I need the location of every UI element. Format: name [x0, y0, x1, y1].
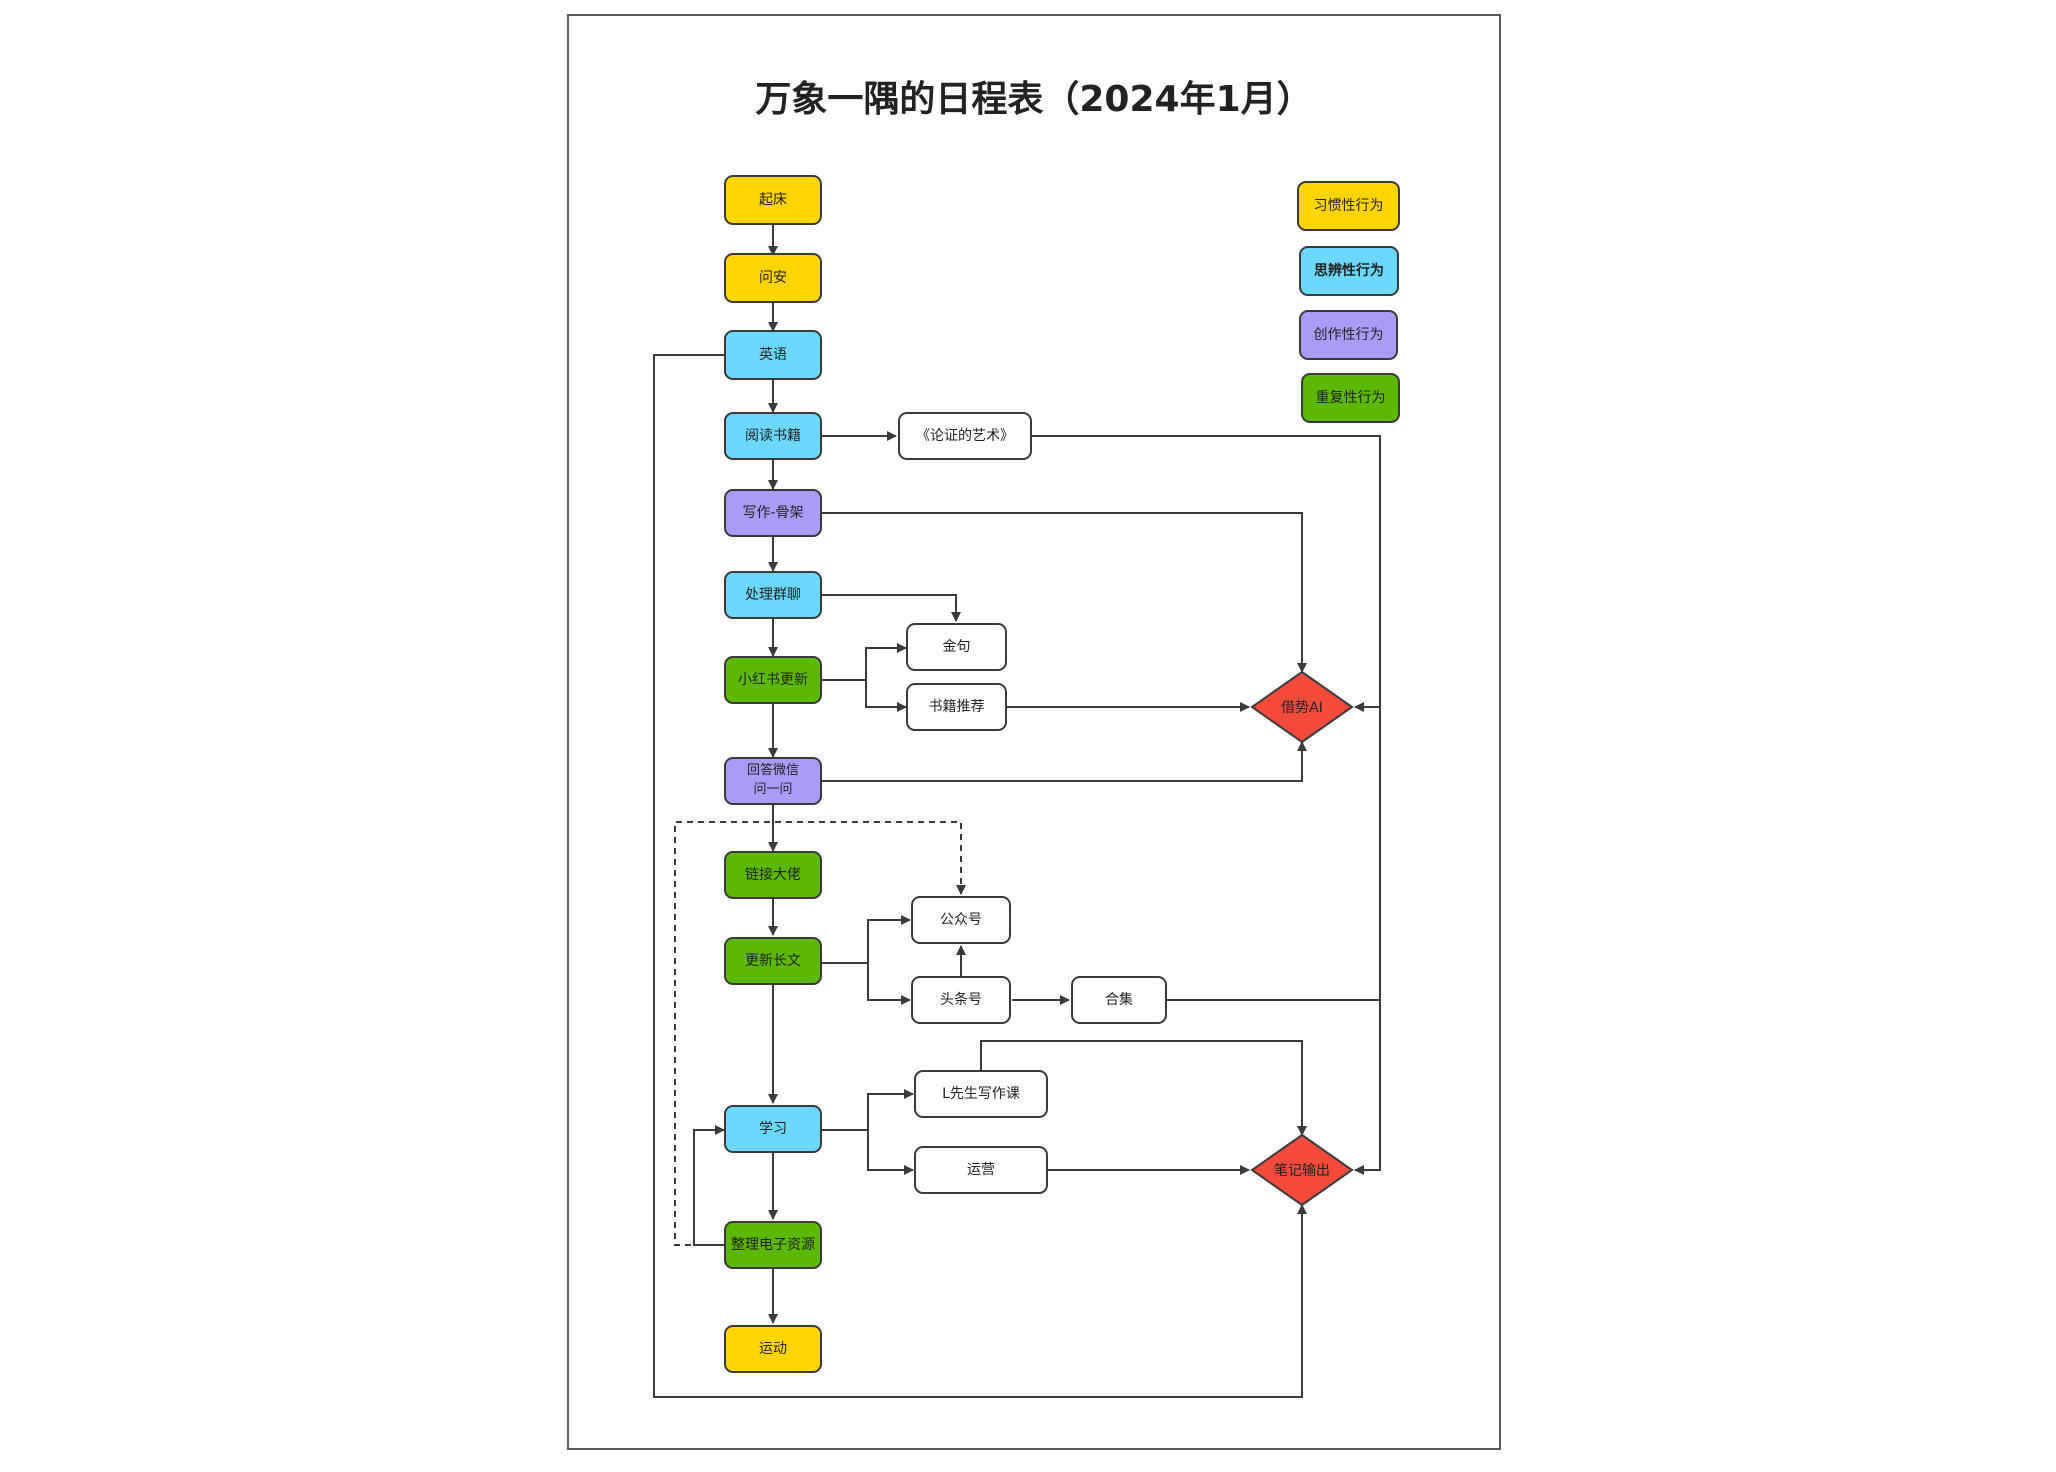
legend-repetitive[interactable]: 重复性行为 [1301, 373, 1400, 423]
node-notes-output-label[interactable]: 笔记输出 [1274, 1163, 1330, 1179]
edge-update-toutiao [867, 963, 911, 1005]
edge-organize-gzh-dashed [674, 821, 966, 1246]
legend-creative[interactable]: 创作性行为 [1299, 310, 1398, 360]
legend-critical[interactable]: 思辨性行为 [1299, 246, 1399, 296]
node-exercise[interactable]: 运动 [724, 1325, 822, 1373]
node-xiaohongshu[interactable]: 小红书更新 [724, 656, 822, 704]
edge-study-operation [867, 1130, 914, 1175]
node-writing-course[interactable]: L先生写作课 [914, 1070, 1048, 1118]
node-reply-wechat[interactable]: 回答微信 问一问 [724, 757, 822, 805]
edge-reply-ai [822, 741, 1307, 782]
edge-study-course [822, 1089, 914, 1131]
diagram-title: 万象一隅的日程表（2024年1月） [755, 79, 1313, 120]
node-golden-quotes[interactable]: 金句 [906, 623, 1007, 671]
node-writing-outline[interactable]: 写作-骨架 [724, 489, 822, 537]
edge-course-notes [980, 1040, 1307, 1136]
node-study[interactable]: 学习 [724, 1105, 822, 1153]
node-organize[interactable]: 整理电子资源 [724, 1221, 822, 1269]
ai-diamond [1250, 670, 1354, 744]
notes-output-diamond [1250, 1133, 1354, 1207]
node-gongzhonghao[interactable]: 公众号 [911, 896, 1011, 944]
edge-english-notes [653, 354, 1307, 1398]
node-ai-label[interactable]: 借势AI [1281, 700, 1323, 716]
node-book-recommend[interactable]: 书籍推荐 [906, 683, 1007, 731]
edge-organize-study [693, 1125, 725, 1246]
node-update-long[interactable]: 更新长文 [724, 937, 822, 985]
legend-habitual[interactable]: 习惯性行为 [1297, 181, 1400, 231]
node-english[interactable]: 英语 [724, 330, 822, 380]
edge-bookart-bus [1032, 435, 1381, 1175]
node-wake-up[interactable]: 起床 [724, 175, 822, 225]
node-collection[interactable]: 合集 [1071, 976, 1167, 1024]
node-toutiao[interactable]: 头条号 [911, 976, 1011, 1024]
diagram-frame [567, 14, 1501, 1450]
edge-groupchat-quotes [822, 594, 961, 622]
node-group-chat[interactable]: 处理群聊 [724, 571, 822, 619]
edge-xhs-recommend [865, 680, 907, 712]
edge-update-gzh [822, 915, 911, 964]
node-operation[interactable]: 运营 [914, 1146, 1048, 1194]
edge-xhs-split [822, 643, 907, 681]
edge-writing-ai [822, 512, 1307, 673]
node-connect[interactable]: 链接大佬 [724, 851, 822, 899]
node-book-art[interactable]: 《论证的艺术》 [898, 412, 1032, 460]
node-reading[interactable]: 阅读书籍 [724, 412, 822, 460]
node-greeting[interactable]: 问安 [724, 253, 822, 303]
